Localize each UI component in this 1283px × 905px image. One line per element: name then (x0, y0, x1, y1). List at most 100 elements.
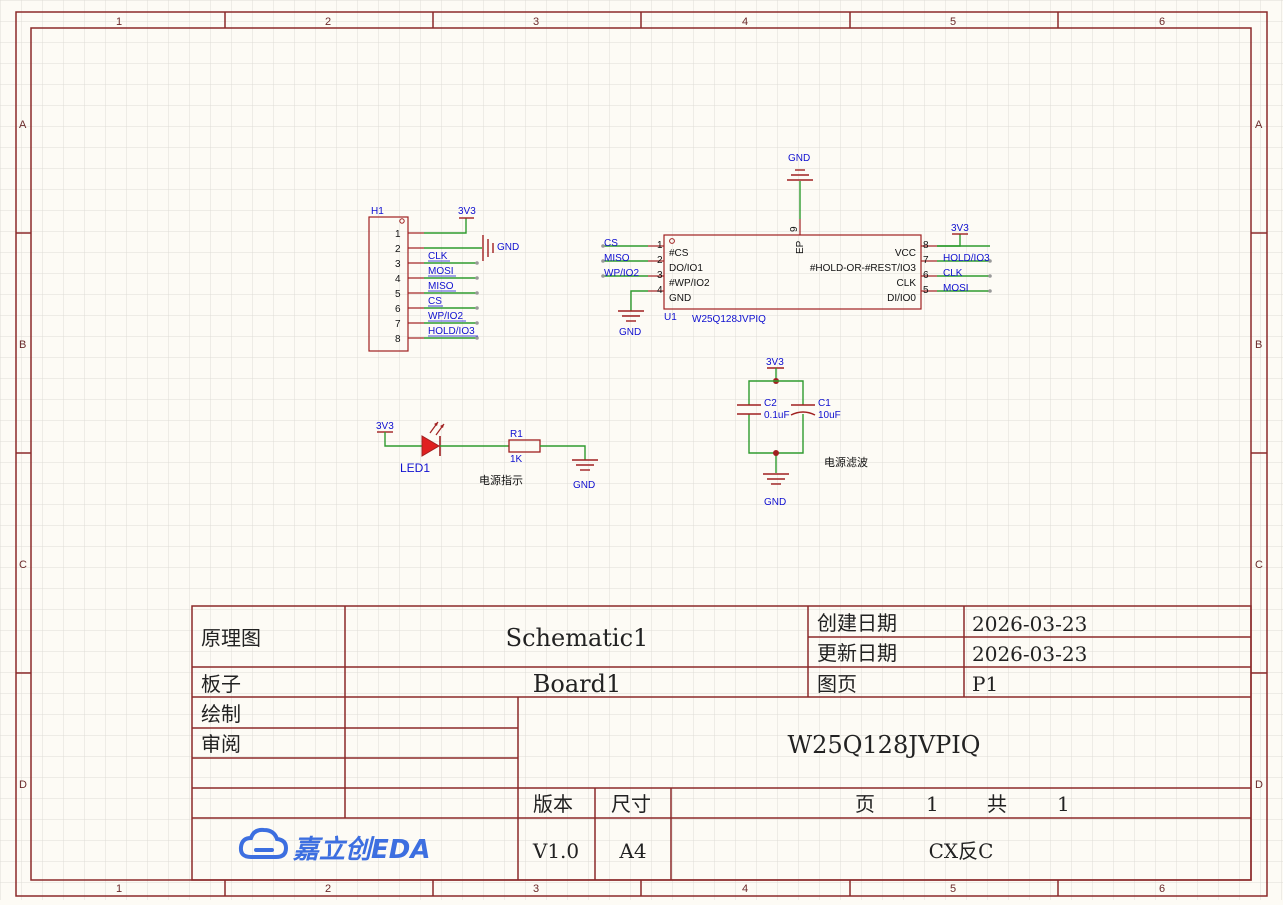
h1-net-mosi: MOSI (428, 266, 454, 277)
u1-net-3v3: 3V3 (951, 223, 969, 234)
tb-schematic-value: Schematic1 (506, 624, 649, 652)
u1-pin-name-wp: #WP/IO2 (669, 278, 710, 289)
c1-value: 10uF (818, 410, 841, 421)
c2-value: 0.1uF (764, 410, 790, 421)
filter-net-3v3: 3V3 (766, 357, 784, 368)
tb-page-word: 页 (855, 792, 875, 816)
u1-net-clk: CLK (943, 268, 963, 279)
filter-junction-bottom (773, 450, 779, 456)
h1-net-wp: WP/IO2 (428, 311, 463, 322)
jlc-eda-logo: 嘉立创EDA (238, 827, 430, 865)
resistor-value: 1K (510, 454, 523, 465)
tb-total-num: 1 (1057, 792, 1070, 816)
u1-pin-1: 1 (657, 240, 663, 251)
u1-net-miso: MISO (604, 253, 630, 264)
zone-row-d-right: D (1255, 779, 1263, 791)
u1-pin-6: 6 (923, 270, 929, 281)
u1-pin-9: 9 (789, 226, 800, 232)
u1-net-hold: HOLD/IO3 (943, 253, 990, 264)
tb-size-value: A4 (618, 839, 646, 863)
u1-pin-name-hold: #HOLD-OR-#REST/IO3 (810, 263, 917, 274)
u1-pin-7: 7 (923, 255, 929, 266)
u1-net-mosi: MOSI (943, 283, 969, 294)
u1-pin-name-ep: EP (795, 240, 806, 254)
tb-page-value: P1 (972, 672, 998, 696)
u1-pin-5: 5 (923, 285, 929, 296)
h1-net-hold: HOLD/IO3 (428, 326, 475, 337)
tb-version-label: 版本 (533, 792, 573, 816)
h1-pin-8: 8 (395, 334, 401, 345)
h1-pin-7: 7 (395, 319, 401, 330)
tb-version-value: V1.0 (532, 839, 579, 863)
u1-pin-name-di: DI/IO0 (887, 293, 916, 304)
tb-drawn-label: 绘制 (201, 702, 241, 726)
u1-pin-name-clk: CLK (897, 278, 917, 289)
u1-pin-name-do: DO/IO1 (669, 263, 703, 274)
h1-pin-1: 1 (395, 229, 401, 240)
filter-circuit[interactable]: 3V3 C2 0.1uF C1 10uF GND 电源滤波 (737, 357, 868, 508)
tb-updated-label: 更新日期 (817, 641, 897, 665)
tb-created-value: 2026-03-23 (972, 612, 1087, 636)
u1-pin-8: 8 (923, 240, 929, 251)
zone-row-a-right: A (1255, 119, 1263, 131)
led-circuit[interactable]: 3V3 LED1 R1 1K GND 电源指示 (376, 421, 598, 491)
tb-board-label: 板子 (201, 672, 241, 696)
tb-board-value: Board1 (533, 670, 622, 698)
tb-updated-value: 2026-03-23 (972, 642, 1087, 666)
capacitor-c1-icon (790, 404, 816, 416)
u1-body (663, 234, 922, 310)
zone-col-5-top: 5 (950, 16, 956, 28)
zone-row-b-right: B (1255, 339, 1262, 351)
title-block: 原理图 Schematic1 创建日期 2026-03-23 更新日期 2026… (191, 605, 1252, 881)
tb-review-label: 审阅 (201, 732, 241, 756)
h1-net-miso: MISO (428, 281, 454, 292)
h1-pin-2: 2 (395, 244, 401, 255)
filter-gnd-symbol (763, 473, 789, 485)
u1-pin-4: 4 (657, 285, 663, 296)
zone-col-4-bottom: 4 (742, 883, 748, 895)
h1-net-cs: CS (428, 296, 442, 307)
zone-row-c-left: C (19, 559, 27, 571)
zone-row-c-right: C (1255, 559, 1263, 571)
zone-labels: 1 2 3 4 5 6 1 2 3 4 5 6 A B C D A B C D (19, 16, 1263, 895)
tb-title: W25Q128JVPIQ (788, 731, 981, 759)
zone-col-1-bottom: 1 (116, 883, 122, 895)
u1-net-gnd-bottom: GND (619, 327, 641, 338)
h1-pin-3: 3 (395, 259, 401, 270)
zone-row-d-left: D (19, 779, 27, 791)
zone-row-a-left: A (19, 119, 27, 131)
led-designator: LED1 (400, 461, 430, 475)
led-net-3v3: 3V3 (376, 421, 394, 432)
chip-u1[interactable]: U1 W25Q128JVPIQ 1 2 3 4 #CS DO/IO1 #WP/I… (601, 153, 992, 338)
logo-text: 嘉立创EDA (292, 835, 430, 865)
filter-caption: 电源滤波 (824, 455, 868, 469)
h1-net-3v3: 3V3 (458, 206, 476, 217)
zone-col-6-bottom: 6 (1159, 883, 1165, 895)
zone-row-b-left: B (19, 339, 26, 351)
u1-gnd-symbol-bottom (618, 310, 644, 322)
h1-net-gnd: GND (497, 242, 519, 253)
tb-size-label: 尺寸 (611, 792, 651, 816)
tb-schematic-label: 原理图 (201, 626, 261, 650)
connector-h1[interactable]: H1 1 2 3 4 5 6 7 8 3V3 (368, 206, 519, 352)
cloud-logo-icon (238, 827, 289, 859)
h1-pin-4: 4 (395, 274, 401, 285)
h1-pin-5: 5 (395, 289, 401, 300)
zone-col-5-bottom: 5 (950, 883, 956, 895)
tb-page-num: 1 (926, 792, 939, 816)
u1-part: W25Q128JVPIQ (692, 314, 766, 325)
zone-col-2-top: 2 (325, 16, 331, 28)
tb-created-label: 创建日期 (817, 611, 897, 635)
zone-col-1-top: 1 (116, 16, 122, 28)
tb-company: CX反C (929, 839, 994, 863)
led-diode-icon (421, 435, 440, 457)
u1-net-cs: CS (604, 238, 618, 249)
zone-col-6-top: 6 (1159, 16, 1165, 28)
u1-pin1-marker (669, 238, 675, 244)
h1-net-clk: CLK (428, 251, 448, 262)
zone-col-3-bottom: 3 (533, 883, 539, 895)
led-net-gnd: GND (573, 480, 595, 491)
capacitor-c2-icon (737, 404, 761, 415)
resistor-designator: R1 (510, 429, 523, 440)
